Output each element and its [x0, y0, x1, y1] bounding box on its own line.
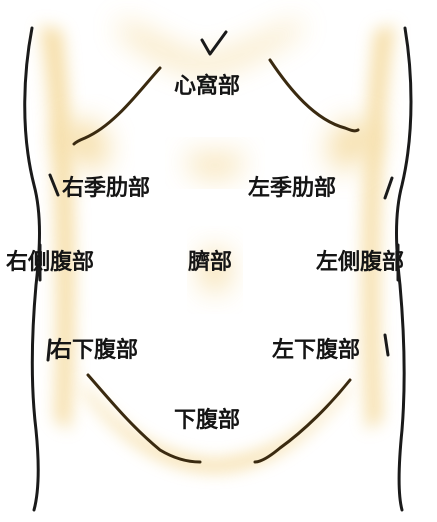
label-left-iliac: 左下腹部 [272, 340, 360, 362]
label-umbilical: 臍部 [188, 252, 232, 274]
label-right-iliac: 右下腹部 [50, 340, 138, 362]
label-right-lumbar: 右側腹部 [6, 252, 94, 274]
label-epigastric: 心窩部 [174, 76, 240, 98]
label-right-hypochondriac: 右季肋部 [62, 178, 150, 200]
label-hypogastric: 下腹部 [174, 410, 240, 432]
label-left-lumbar: 左側腹部 [316, 252, 404, 274]
label-left-hypochondriac: 左季肋部 [248, 178, 336, 200]
